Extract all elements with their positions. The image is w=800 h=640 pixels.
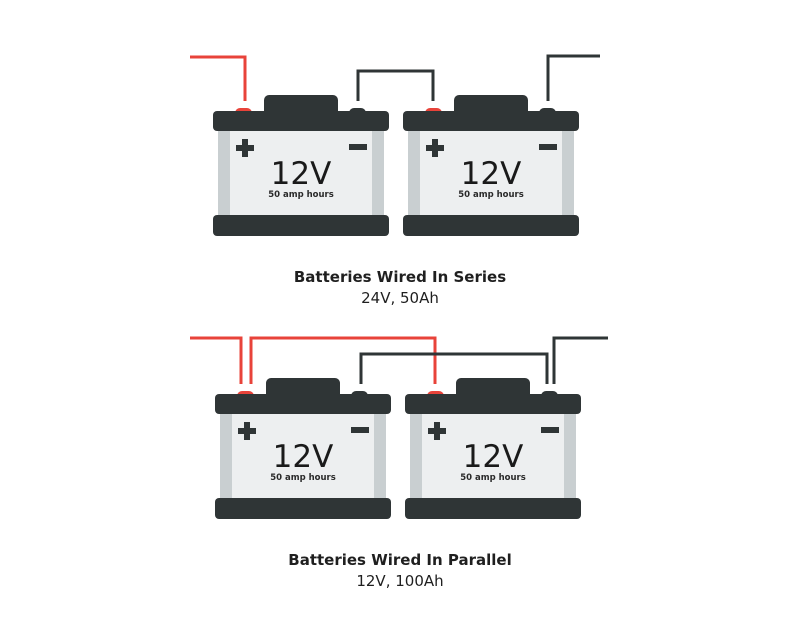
parallel-negative-wire-link (359, 352, 549, 384)
series-negative-wire (546, 54, 600, 101)
battery-base (405, 498, 581, 519)
capacity-label: 50 amp hours (270, 473, 336, 483)
capacity-label: 50 amp hours (460, 473, 526, 483)
parallel-subtitle: 12V, 100Ah (356, 572, 444, 590)
minus-icon (351, 427, 369, 433)
parallel-caption: Batteries Wired In Parallel 12V, 100Ah (0, 551, 800, 590)
battery-base (403, 215, 579, 236)
parallel-positive-wire-link (249, 336, 437, 384)
battery-lid (213, 111, 389, 131)
battery-side-left (218, 129, 230, 217)
battery-side-left (410, 412, 422, 500)
voltage-label: 12V (273, 439, 334, 475)
capacity-label: 50 amp hours (268, 190, 334, 200)
battery-lid (215, 394, 391, 414)
voltage-label: 12V (463, 439, 524, 475)
voltage-label: 12V (461, 156, 522, 192)
battery-side-right (374, 412, 386, 500)
battery-side-left (220, 412, 232, 500)
parallel-negative-wire-main (552, 336, 608, 384)
battery-side-left (408, 129, 420, 217)
parallel-title: Batteries Wired In Parallel (288, 551, 512, 569)
parallel-positive-wire-main (190, 336, 243, 384)
battery-side-right (564, 412, 576, 500)
plus-icon (236, 139, 254, 157)
battery-lid (405, 394, 581, 414)
voltage-label: 12V (271, 156, 332, 192)
series-link-wire (356, 69, 435, 101)
series-caption: Batteries Wired In Series 24V, 50Ah (0, 268, 800, 307)
series-title: Batteries Wired In Series (293, 268, 507, 286)
parallel-wires (190, 336, 608, 384)
capacity-label: 50 amp hours (458, 190, 524, 200)
series-subtitle: 24V, 50Ah (361, 289, 439, 307)
battery-side-right (372, 129, 384, 217)
battery-side-right (562, 129, 574, 217)
plus-icon (428, 422, 446, 440)
minus-icon (349, 144, 367, 150)
series-wires (190, 54, 600, 101)
battery-base (215, 498, 391, 519)
battery-lid (403, 111, 579, 131)
series-positive-wire (190, 55, 247, 101)
battery-base (213, 215, 389, 236)
minus-icon (541, 427, 559, 433)
minus-icon (539, 144, 557, 150)
plus-icon (426, 139, 444, 157)
plus-icon (238, 422, 256, 440)
